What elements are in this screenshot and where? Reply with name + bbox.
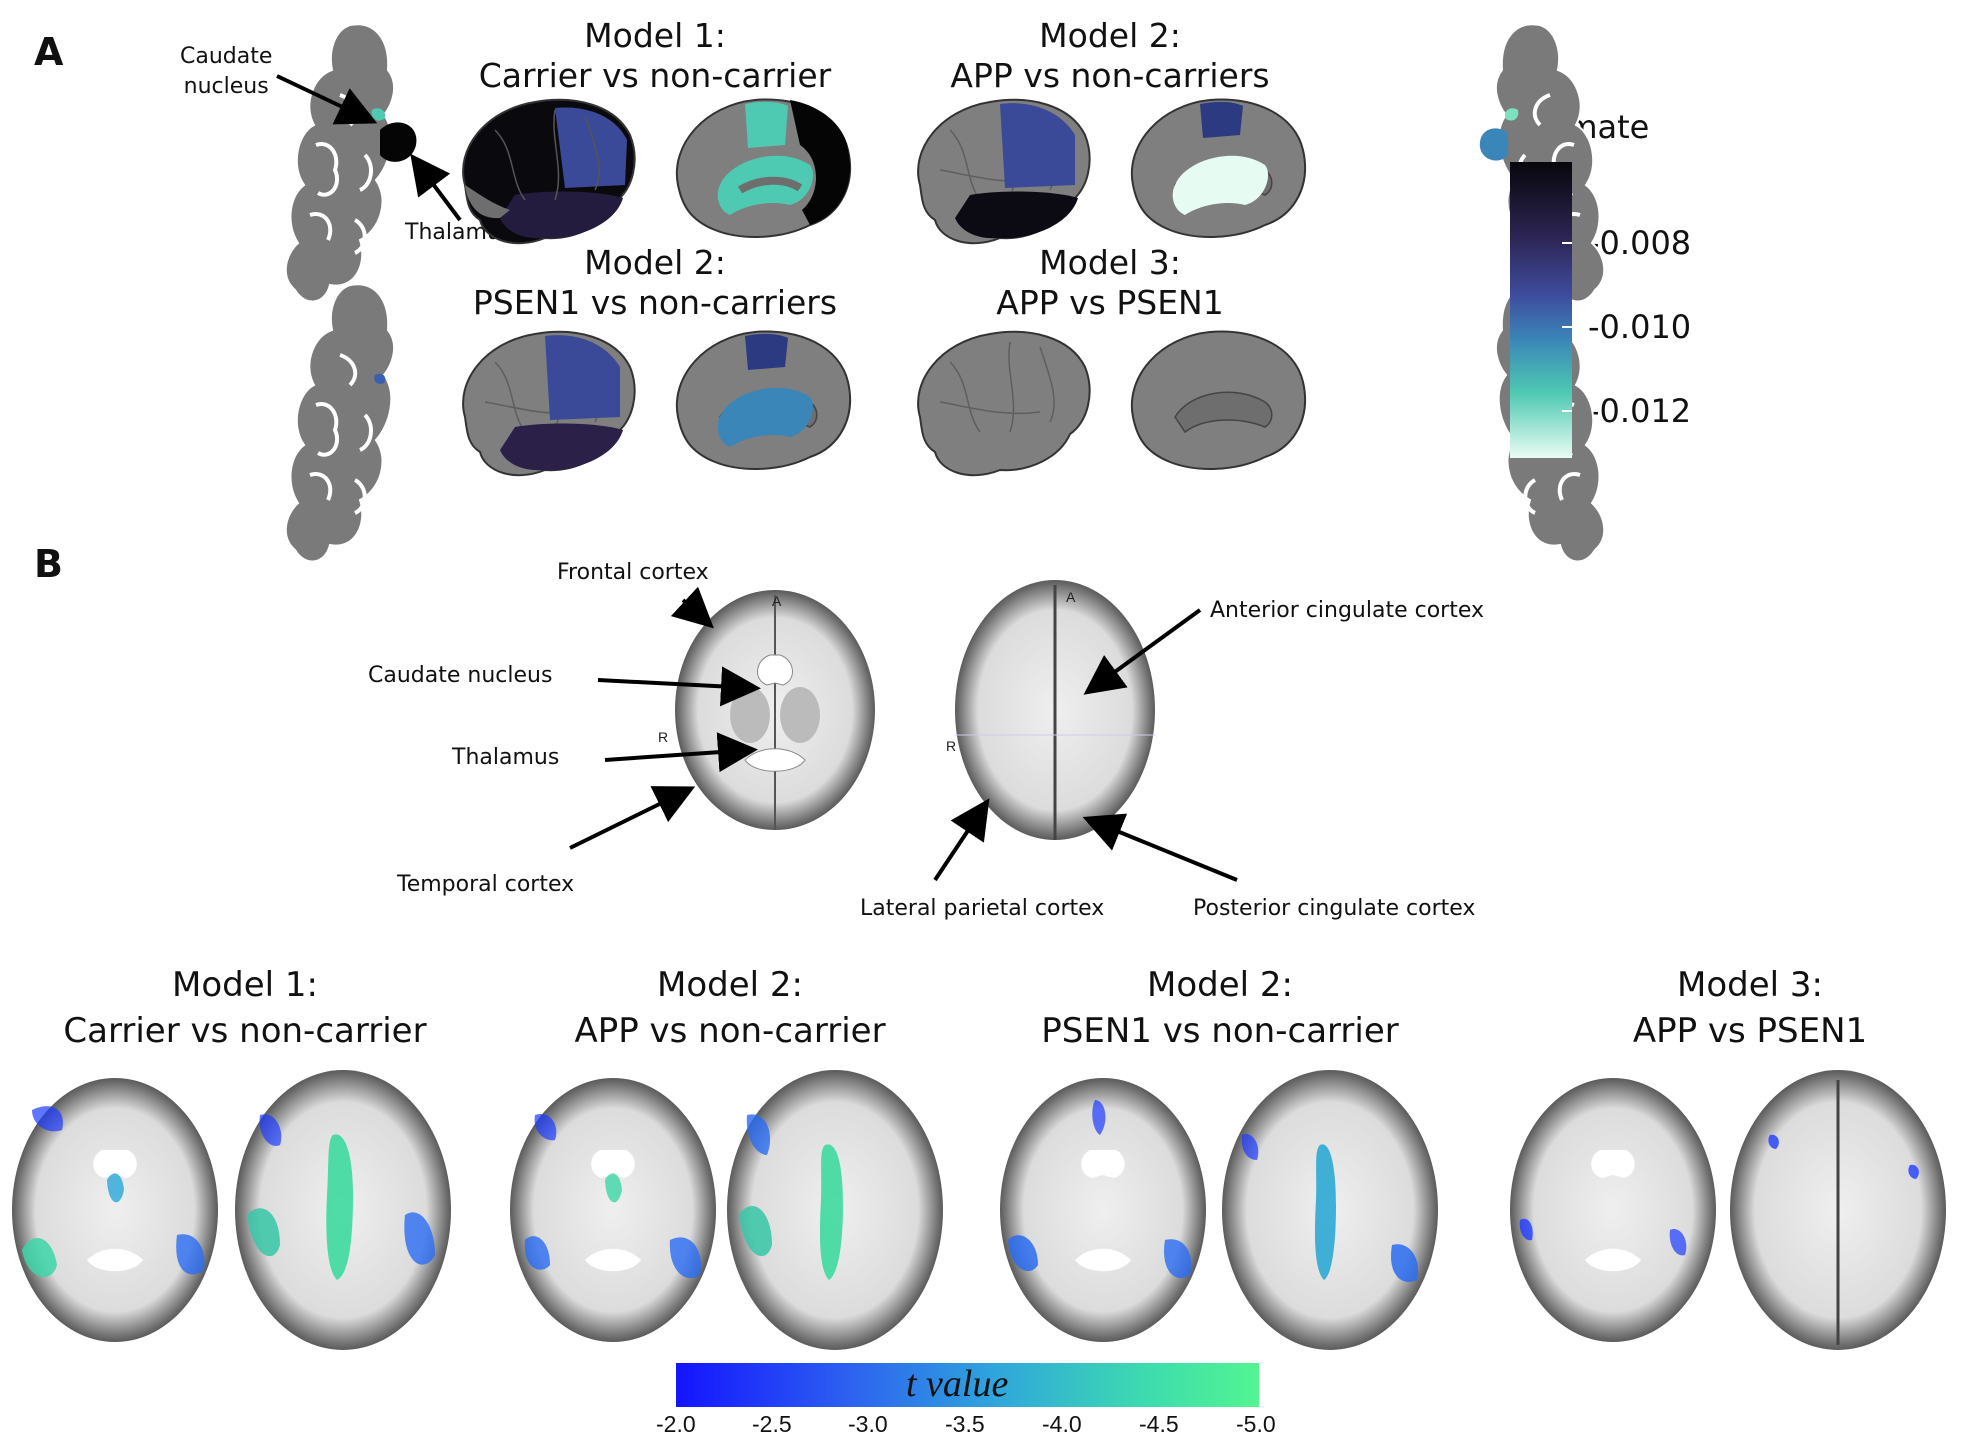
- coronal-right-top: [1479, 22, 1607, 304]
- title-line1: Model 2:: [657, 965, 803, 1005]
- panel-a-title-model1: Model 1: Carrier vs non-carrier: [460, 16, 850, 96]
- title-line2: APP vs PSEN1: [996, 283, 1224, 322]
- annotation-anterior-cingulate: Anterior cingulate cortex: [1210, 598, 1485, 623]
- panel-a-label: A: [34, 30, 64, 74]
- title-line2: Carrier vs non-carrier: [63, 1011, 427, 1051]
- title-line1: Model 2:: [1147, 965, 1293, 1005]
- panel-a-title-model2-psen1: Model 2: PSEN1 vs non-carriers: [460, 243, 850, 323]
- annotation-caudate-nucleus-b: Caudate nucleus: [368, 663, 553, 688]
- annotation-frontal-cortex: Frontal cortex: [557, 560, 709, 585]
- orientation-anterior: A: [772, 593, 782, 609]
- result-slices-model3: [1510, 1070, 1946, 1350]
- annotation-posterior-cingulate: Posterior cingulate cortex: [1193, 896, 1476, 921]
- title-line2: APP vs non-carriers: [950, 56, 1270, 95]
- panel-b-label: B: [34, 542, 63, 586]
- annotation-caudate-nucleus: Caudate nucleus: [180, 42, 272, 102]
- colorbar-tick: -3.0: [848, 1411, 888, 1437]
- title-line1: Model 3:: [1039, 243, 1181, 282]
- coronal-left-bottom: [283, 282, 397, 564]
- lateral-brain-model2-app: [917, 98, 1091, 245]
- arrow-caudate: [276, 74, 378, 125]
- title-line2: Carrier vs non-carrier: [478, 56, 832, 95]
- panel-a-title-model3: Model 3: APP vs PSEN1: [920, 243, 1300, 323]
- orientation-right: R: [658, 729, 668, 745]
- panel-b-title-model2-psen1: Model 2: PSEN1 vs non-carrier: [1020, 962, 1420, 1054]
- orientation-anterior: A: [1066, 589, 1076, 605]
- colorbar-tick: -5.0: [1236, 1411, 1276, 1437]
- medial-brain-model2-psen1: [675, 330, 852, 470]
- axial-reference-slice-2: [955, 580, 1155, 840]
- title-line2: PSEN1 vs non-carrier: [1041, 1011, 1399, 1051]
- annotation-lateral-parietal: Lateral parietal cortex: [860, 896, 1105, 921]
- medial-brain-model2-app: [1130, 98, 1307, 238]
- coronal-left-top: [283, 22, 417, 304]
- annotation-line: nucleus: [183, 74, 269, 99]
- title-line1: Model 1:: [172, 965, 318, 1005]
- result-slices-model1: [12, 1070, 451, 1350]
- title-line1: Model 2:: [584, 243, 726, 282]
- lateral-brain-model3: [917, 330, 1091, 477]
- colorbar-tick: -4.5: [1139, 1411, 1179, 1437]
- arrow-thalamus: [410, 153, 462, 222]
- title-line1: Model 1:: [584, 16, 726, 55]
- lateral-brain-model2-psen1: [462, 330, 636, 477]
- arrow-caudate-b: [597, 666, 761, 707]
- arrow-lateral-parietal: [933, 798, 990, 882]
- panel-b-title-model2-app: Model 2: APP vs non-carrier: [545, 962, 915, 1054]
- colorbar-title: t value: [906, 1363, 1009, 1405]
- title-line2: PSEN1 vs non-carriers: [472, 283, 838, 322]
- legend-tick: -0.010: [1588, 308, 1692, 346]
- estimate-colorbar: [1510, 162, 1572, 458]
- panel-b-title-model1: Model 1: Carrier vs non-carrier: [40, 962, 450, 1054]
- title-line2: APP vs non-carrier: [574, 1011, 886, 1051]
- result-slices-model2-psen1: [1000, 1070, 1438, 1350]
- axial-reference-slice-1: [675, 590, 875, 830]
- panel-b-title-model3: Model 3: APP vs PSEN1: [1590, 962, 1910, 1054]
- arrow-temporal: [569, 786, 696, 850]
- panel-a-title-model2-app: Model 2: APP vs non-carriers: [920, 16, 1300, 96]
- annotation-temporal-cortex: Temporal cortex: [397, 872, 575, 897]
- legend-tick: -0.008: [1588, 224, 1692, 262]
- arrow-frontal: [670, 586, 714, 629]
- title-line2: APP vs PSEN1: [1632, 1011, 1868, 1051]
- medial-brain-model3: [1130, 330, 1307, 470]
- t-value-colorbar: [676, 1363, 1259, 1407]
- colorbar-tick: -2.5: [752, 1411, 792, 1437]
- arrow-anterior-cingulate: [1083, 608, 1202, 695]
- title-line1: Model 2:: [1039, 16, 1181, 55]
- result-slices-model2-app: [510, 1070, 943, 1350]
- orientation-right: R: [946, 738, 956, 754]
- colorbar-tick: -2.0: [656, 1411, 696, 1437]
- medial-brain-model1: [675, 98, 852, 238]
- lateral-brain-model1: [462, 98, 636, 245]
- arrow-posterior-cingulate: [1082, 813, 1238, 882]
- legend-tick: -0.012: [1588, 392, 1692, 430]
- colorbar-tick: -3.5: [945, 1411, 985, 1437]
- arrow-thalamus-b: [604, 732, 758, 773]
- annotation-line: Caudate: [180, 44, 273, 69]
- colorbar-tick: -4.0: [1042, 1411, 1082, 1437]
- title-line1: Model 3:: [1677, 965, 1823, 1005]
- annotation-thalamus-b: Thalamus: [452, 745, 560, 770]
